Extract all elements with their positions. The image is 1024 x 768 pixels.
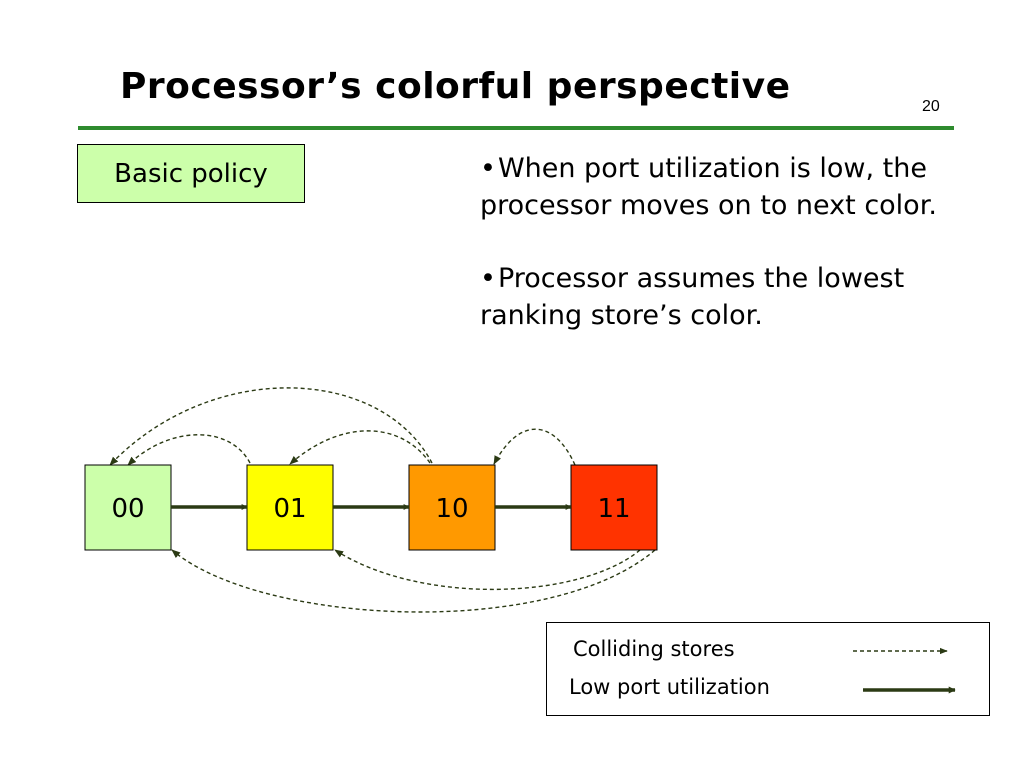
colliding-arrow-11-to-10 bbox=[493, 428, 576, 466]
state-11: 11 bbox=[570, 464, 658, 551]
colliding-arrow-11-to-00 bbox=[171, 549, 656, 613]
colliding-arrow-00-to-00-loop bbox=[127, 434, 251, 466]
state-01-box bbox=[246, 464, 334, 551]
bullet-text: When port utilization is low, the proces… bbox=[480, 153, 937, 221]
state-00: 00 bbox=[84, 464, 172, 551]
legend-dashed-arrow-icon bbox=[853, 647, 948, 655]
title-underline bbox=[78, 126, 954, 130]
bullet-dot: • bbox=[480, 153, 496, 184]
legend-solid-arrow-icon bbox=[863, 686, 956, 694]
bullet-dot: • bbox=[480, 263, 496, 294]
bullet-text: Processor assumes the lowest ranking sto… bbox=[480, 263, 905, 331]
basic-policy-label: Basic policy bbox=[114, 158, 268, 189]
state-10-label: 10 bbox=[435, 494, 468, 524]
colliding-arrow-11-to-01 bbox=[334, 549, 641, 591]
state-00-box bbox=[84, 464, 172, 551]
state-01-label: 01 bbox=[273, 494, 306, 524]
legend-row-low-port: Low port utilization bbox=[547, 673, 989, 709]
bullet-item: •Processor assumes the lowest ranking st… bbox=[480, 260, 1000, 334]
basic-policy-box: Basic policy bbox=[77, 144, 305, 203]
slide-number: 20 bbox=[922, 98, 940, 115]
state-10: 10 bbox=[408, 464, 496, 551]
legend-row-colliding: Colliding stores bbox=[547, 633, 989, 669]
state-01: 01 bbox=[246, 464, 334, 551]
bullet-list: •When port utilization is low, the proce… bbox=[480, 150, 1000, 370]
legend-low-port-label: Low port utilization bbox=[569, 675, 770, 699]
legend-colliding-label: Colliding stores bbox=[573, 637, 735, 661]
state-00-label: 00 bbox=[111, 494, 144, 524]
state-11-label: 11 bbox=[597, 494, 630, 524]
slide-title: Processor’s colorful perspective bbox=[120, 66, 791, 107]
bullet-item: •When port utilization is low, the proce… bbox=[480, 150, 1000, 224]
colliding-arrow-10-to-00 bbox=[109, 387, 433, 466]
legend: Colliding stores Low port utilization bbox=[546, 622, 990, 716]
colliding-arrow-10-to-01 bbox=[289, 430, 431, 465]
state-10-box bbox=[408, 464, 496, 551]
